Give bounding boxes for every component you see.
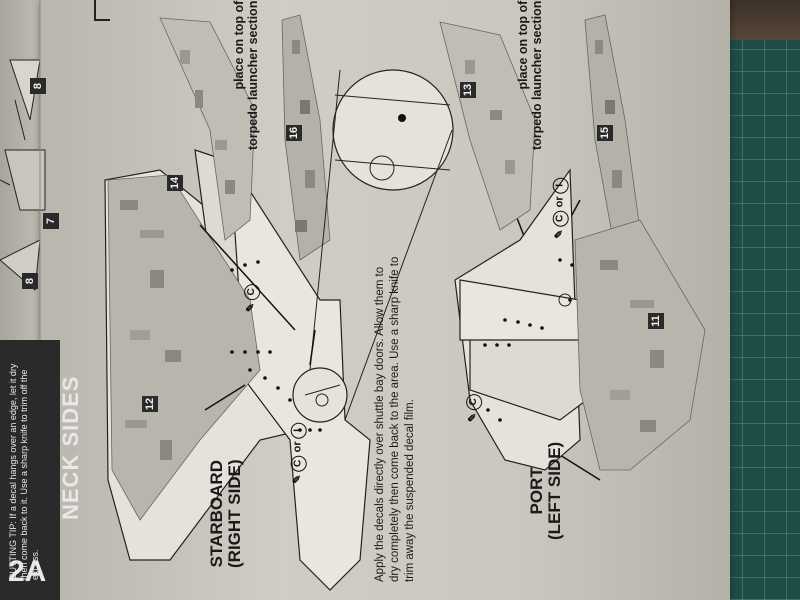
or-text: or bbox=[553, 196, 566, 208]
place-note-starboard-line2: torpedo launcher section bbox=[246, 0, 260, 150]
port-label-line2: (LEFT SIDE) bbox=[545, 441, 564, 540]
section-banner bbox=[0, 340, 60, 600]
cutting-mat bbox=[720, 40, 800, 600]
or-text: or bbox=[291, 441, 304, 453]
place-note-starboard: place on top of torpedo launcher section bbox=[232, 1, 260, 150]
port-label-line1: PORT bbox=[527, 467, 546, 515]
cutting-tip: CUTTING TIP: If a decal hangs over an ed… bbox=[8, 363, 40, 580]
decal-number-13: 13 bbox=[460, 82, 476, 98]
place-note-port-line1: place on top of bbox=[516, 0, 530, 90]
paint-marker-c-or-i-port: ✎ C or I bbox=[552, 177, 569, 239]
instructions-text: Apply the decals directly over shuttle b… bbox=[374, 256, 416, 582]
paint-i-icon: I bbox=[552, 177, 569, 194]
decal-number-11: 11 bbox=[648, 313, 664, 329]
paint-i-icon: I bbox=[290, 422, 307, 439]
paint-c-icon: C bbox=[466, 393, 483, 410]
place-note-port-line2: torpedo launcher section bbox=[530, 0, 544, 150]
decal-number-8a: 8 bbox=[30, 78, 46, 94]
paint-marker-c-or-i-starboard: ✎ C or I bbox=[290, 422, 307, 484]
paint-c-icon: C bbox=[552, 210, 569, 227]
cutting-mat-grid bbox=[720, 40, 800, 600]
place-note-port: place on top of torpedo launcher section bbox=[516, 1, 544, 150]
decal-number-15: 15 bbox=[597, 125, 613, 141]
place-note-starboard-line1: place on top of bbox=[232, 0, 246, 90]
decal-number-7: 7 bbox=[43, 213, 59, 229]
decal-number-8b: 8 bbox=[22, 273, 38, 289]
paint-c-icon: C bbox=[290, 455, 307, 472]
decal-number-12: 12 bbox=[142, 396, 158, 412]
decal-13 bbox=[439, 21, 536, 231]
section-title: NECK SIDES bbox=[58, 375, 83, 520]
starboard-label: STARBOARD (RIGHT SIDE) bbox=[207, 459, 244, 568]
paint-c-icon: C bbox=[244, 283, 261, 300]
starboard-label-line2: (RIGHT SIDE) bbox=[225, 459, 244, 568]
decal-12 bbox=[107, 174, 261, 521]
starboard-label-line1: STARBOARD bbox=[207, 460, 226, 568]
paint-marker-c-starboard: ✎ C bbox=[244, 283, 261, 312]
decal-16 bbox=[281, 14, 331, 261]
port-label: PORT (LEFT SIDE) bbox=[527, 441, 564, 540]
section-number: 2A bbox=[8, 555, 47, 588]
decal-11 bbox=[574, 219, 706, 471]
decal-number-16: 16 bbox=[286, 125, 302, 141]
decal-number-14: 14 bbox=[167, 175, 183, 191]
decal-14 bbox=[159, 17, 256, 241]
paint-marker-c-port: ✎ C bbox=[466, 393, 483, 422]
